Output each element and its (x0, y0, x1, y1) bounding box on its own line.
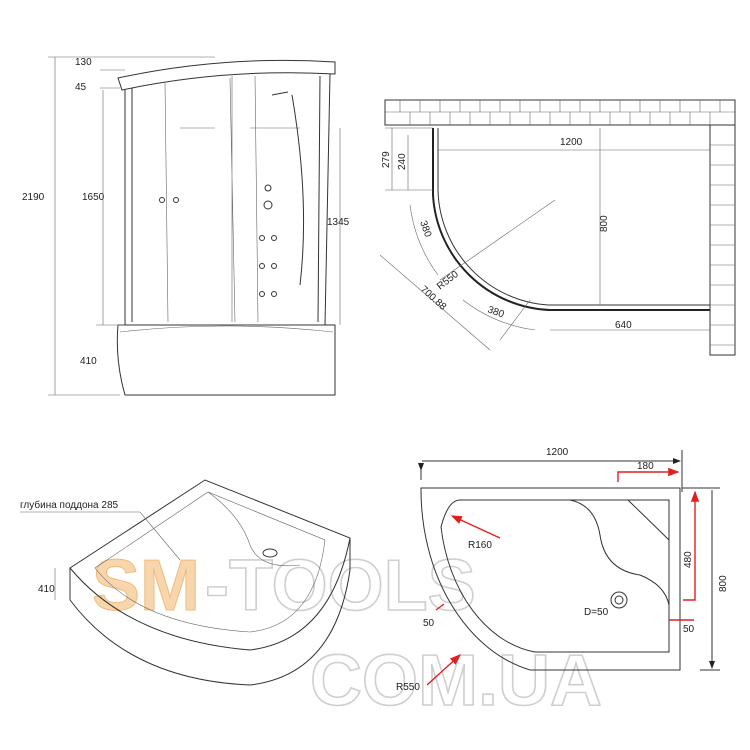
dim-480: 480 (683, 551, 694, 568)
dim-arc-380-left: 380 (417, 219, 433, 239)
dim-arc-380-bottom: 380 (486, 304, 506, 320)
dim-tray-410: 410 (38, 584, 55, 595)
dim-1650: 1650 (82, 192, 105, 203)
tray-depth-label: глубина поддона 285 (20, 499, 119, 511)
dim-410: 410 (80, 356, 97, 367)
dim-r160: R160 (468, 540, 492, 551)
tray-plan-view: 1200 180 480 800 R160 D=50 50 50 R550 (396, 447, 729, 693)
dim-1345: 1345 (327, 217, 350, 228)
dim-2190: 2190 (22, 192, 45, 203)
dim-rim-left: 50 (423, 618, 435, 629)
svg-text:COM.UA: COM.UA (310, 641, 602, 721)
dim-1200: 1200 (560, 137, 583, 148)
dim-r550-tray: R550 (396, 682, 420, 693)
dim-640: 640 (615, 320, 632, 331)
dim-240: 240 (397, 153, 408, 170)
tray-perspective-view: глубина поддона 285 410 (20, 479, 351, 686)
dim-45: 45 (75, 82, 87, 93)
dim-tray-1200: 1200 (546, 447, 569, 458)
dim-279: 279 (381, 151, 392, 168)
dim-130: 130 (75, 57, 92, 68)
svg-text:SM: SM (92, 546, 200, 626)
cabin-plan-view: 1200 800 640 279 240 380 380 R550 700.88 (379, 99, 736, 356)
dim-r550: R550 (435, 269, 461, 293)
dim-rim-right: 50 (683, 624, 695, 635)
dim-800: 800 (599, 215, 610, 232)
dim-drain: D=50 (584, 607, 609, 618)
cabin-front-view: 2190 130 45 1650 410 1345 (22, 56, 350, 396)
watermark-logo: SM -TOOLS COM.UA (92, 545, 603, 722)
dim-180: 180 (637, 461, 654, 472)
svg-text:-TOOLS: -TOOLS (205, 546, 476, 626)
dim-tray-800: 800 (718, 575, 729, 592)
